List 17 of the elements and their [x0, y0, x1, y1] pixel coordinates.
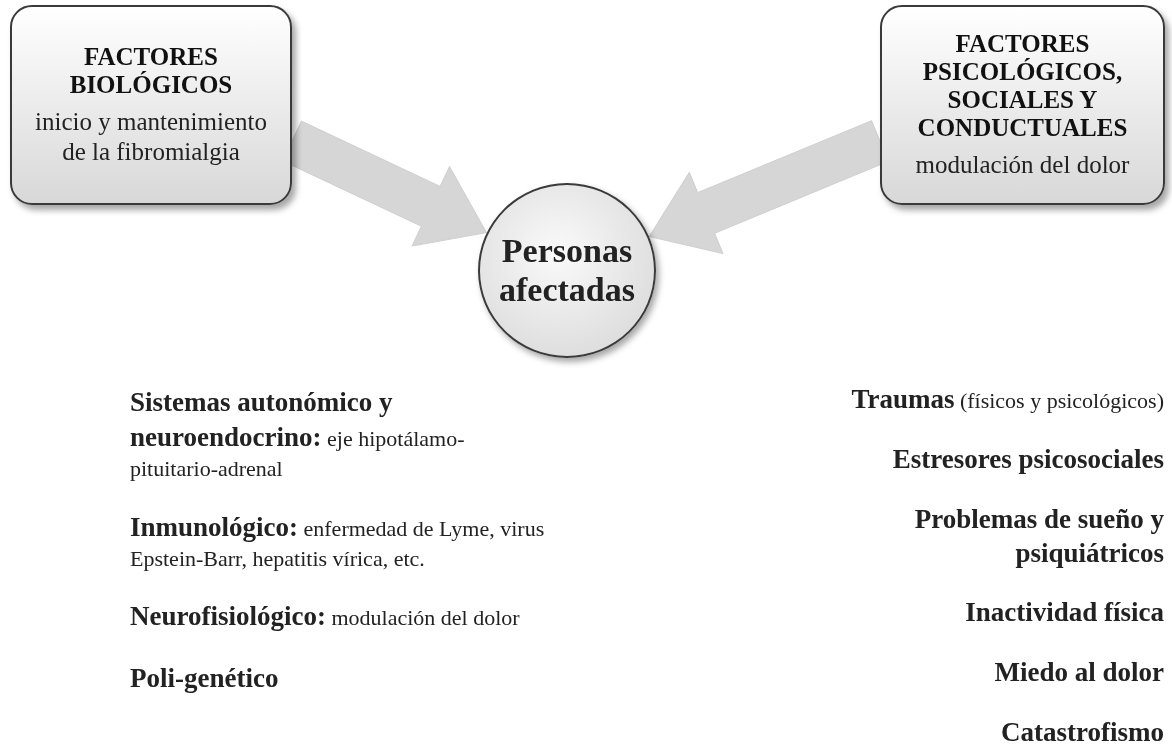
factor-card	[10, 5, 292, 205]
factor-text: Traumas (físicos y psicológicos)	[850, 383, 1164, 416]
card-heading: FACTORES PSICOLÓGICOS, SOCIALES Y CONDUCTUALES	[916, 30, 1129, 142]
factor-text: Sistemas autonómico y neuroendocrino: eje hipotálamo-pituitario-adrenal	[130, 386, 466, 484]
factor-text: Neurofisiológico: modulación del dolor	[130, 600, 521, 634]
factor-text: Inmunológico: enfermedad de Lyme, virus Epstein-Barr, hepatitis vírica, etc.	[130, 510, 546, 573]
card-text: modulación del dolor	[915, 150, 1130, 180]
factor-text: Estresores psicosociales	[891, 443, 1164, 477]
factor-text: Poli-genético	[130, 661, 280, 695]
circle-title: Personas afectadas	[498, 232, 636, 309]
card-heading: FACTORES BIOLÓGICOS	[68, 43, 234, 99]
card-text: inicio y mantenimiento de la fibromialgia	[34, 107, 268, 167]
factor-text: Miedo al dolor	[993, 656, 1164, 690]
factor-text: Problemas de sueño y psiquiátricos	[913, 502, 1164, 570]
factor-text: Inactividad física	[964, 596, 1164, 630]
factor-text: Catastrofismo	[1000, 715, 1164, 749]
factor-card	[880, 5, 1165, 205]
